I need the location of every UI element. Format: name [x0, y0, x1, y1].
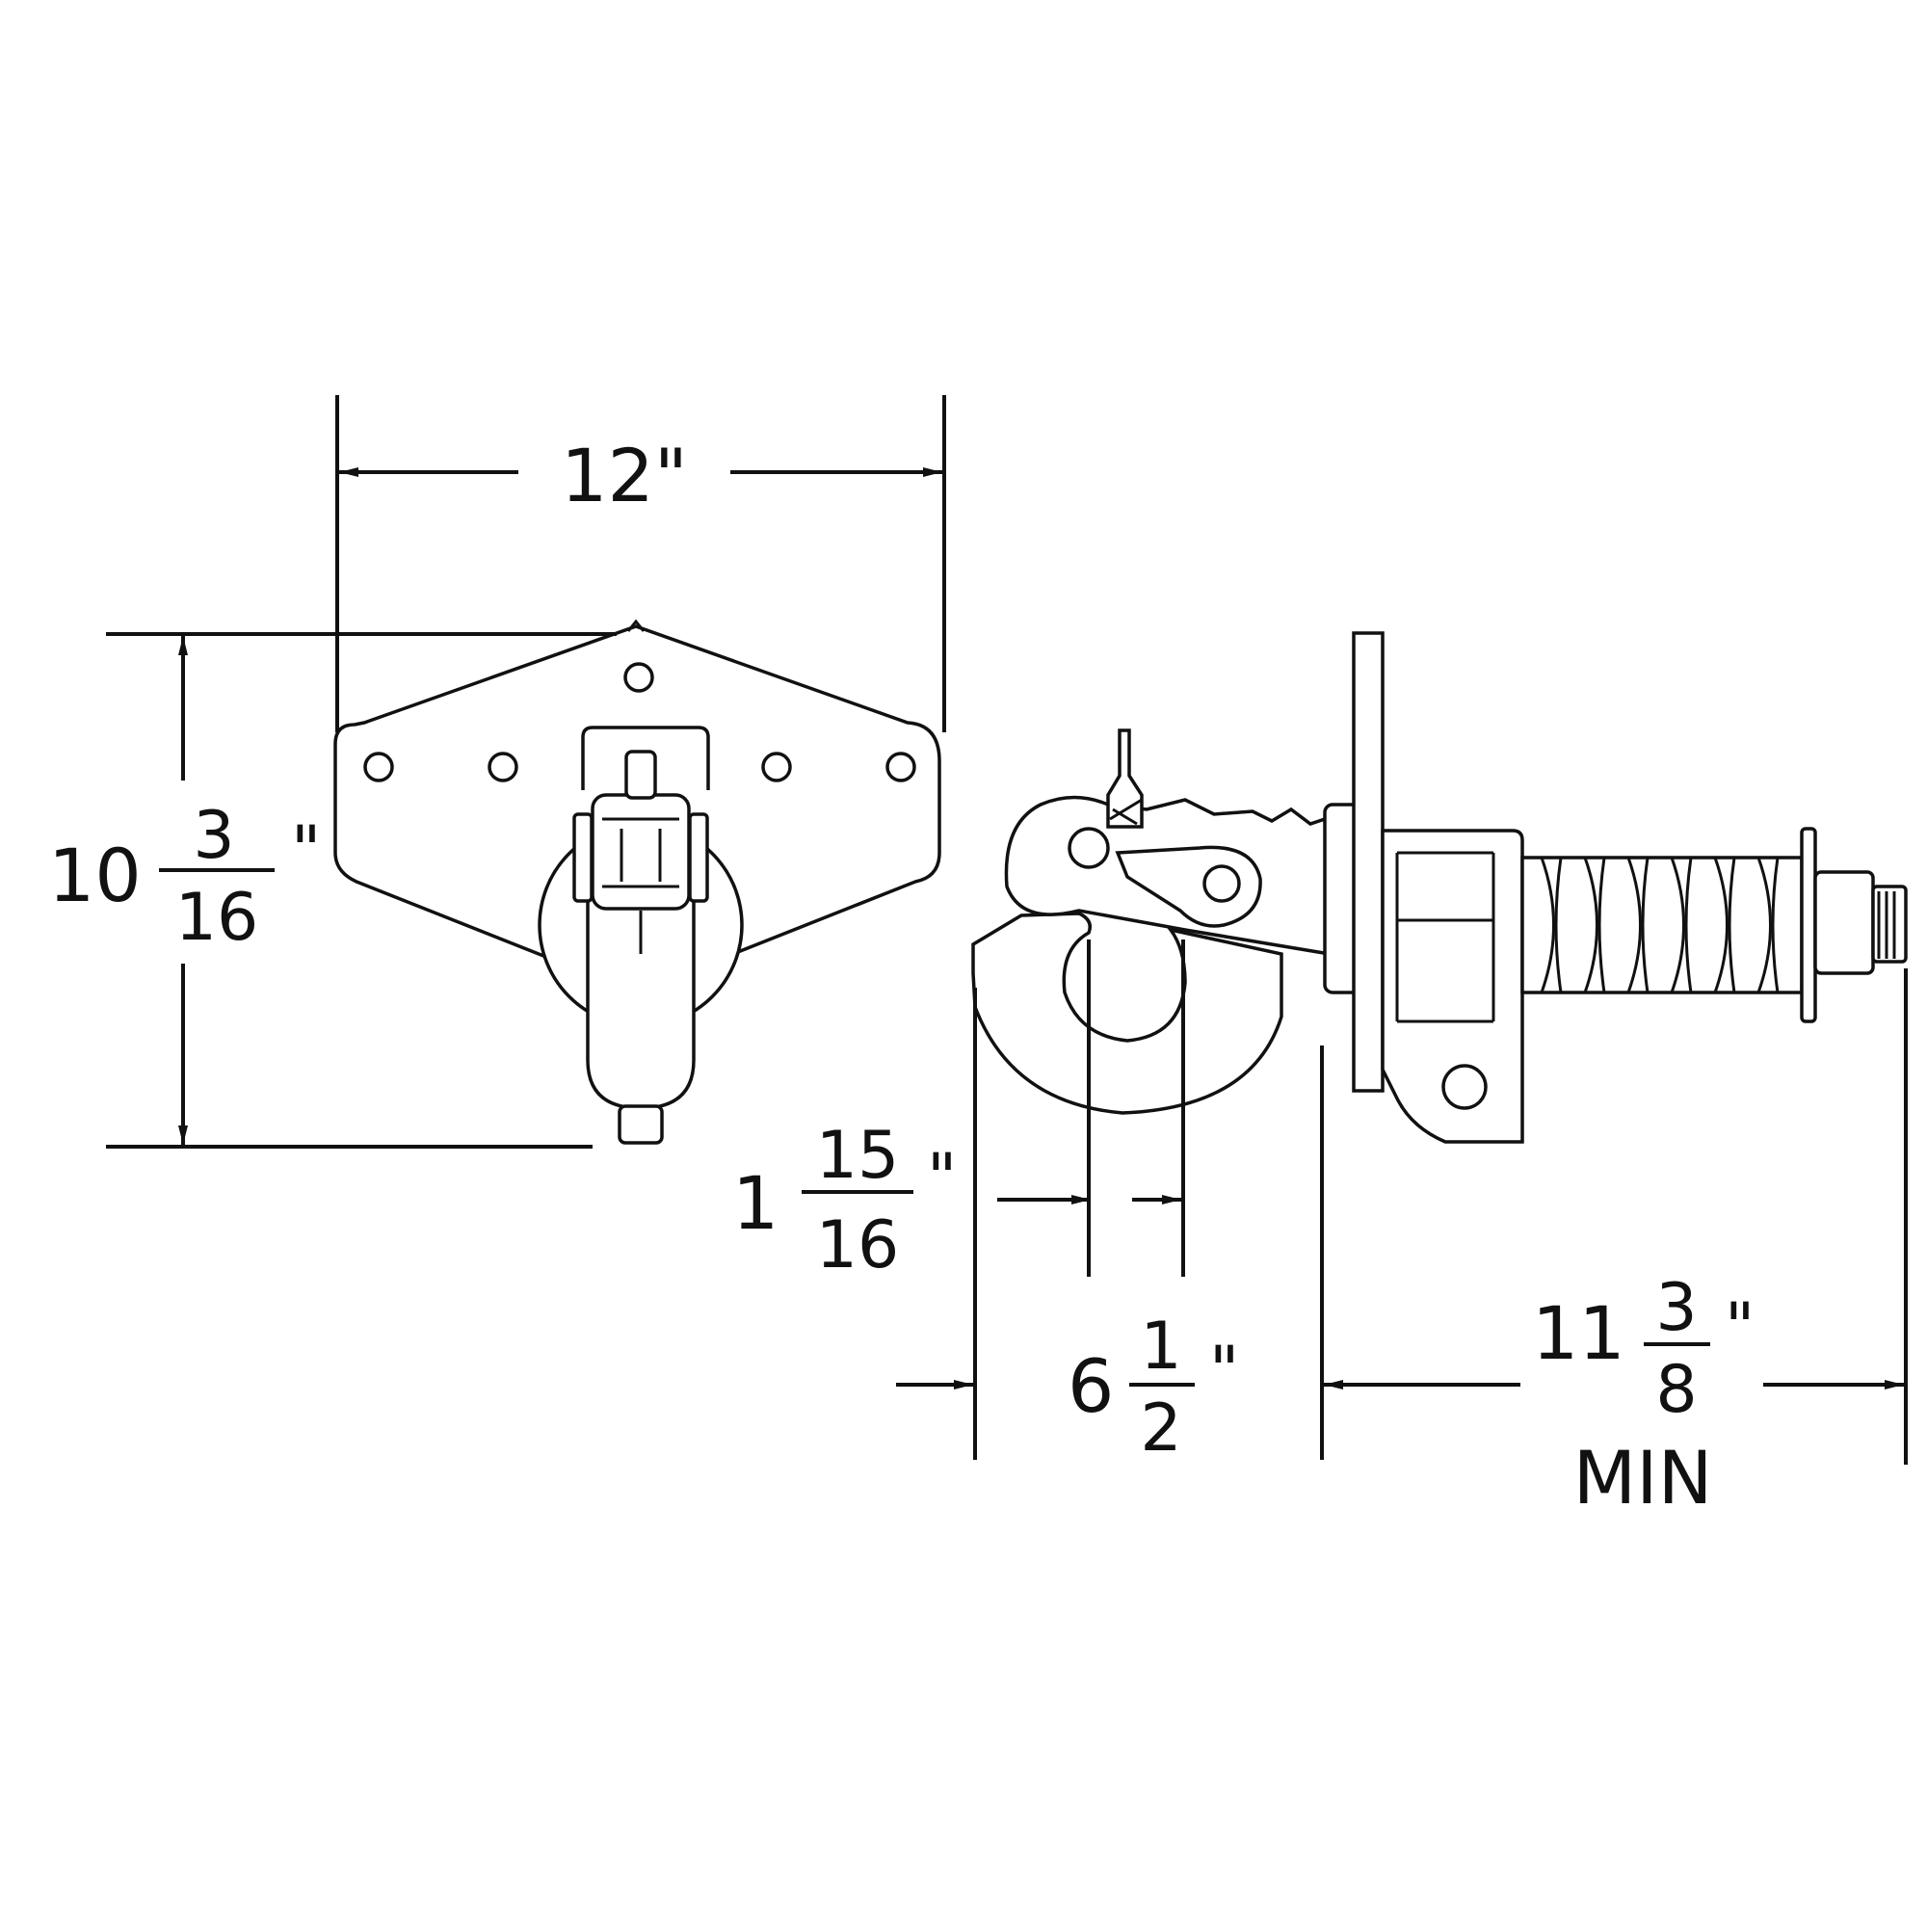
side-view [971, 631, 1908, 1144]
spring [1520, 856, 1804, 994]
length-denominator: 8 [1655, 1352, 1697, 1428]
depth-unit: " [1209, 1333, 1239, 1409]
lever-bolt [1202, 864, 1241, 903]
spring-washer [1800, 827, 1817, 1023]
mounting-flange [1352, 631, 1385, 1093]
offset-whole: 1 [732, 1160, 779, 1246]
height-numerator: 3 [193, 798, 234, 874]
coupler-housing [1381, 829, 1524, 1144]
offset-unit: " [927, 1140, 957, 1216]
spring-nut [1813, 870, 1875, 975]
shaft-end [1871, 885, 1908, 964]
hook-jaw [971, 912, 1283, 1115]
bolt-hole [488, 752, 518, 782]
offset-numerator: 15 [816, 1118, 900, 1194]
offset-dimension: 1 15 16 " [732, 940, 1185, 1284]
depth-numerator: 1 [1140, 1309, 1181, 1385]
depth-denominator: 2 [1140, 1390, 1181, 1467]
length-dimension: 11 3 8 " MIN [1324, 968, 1908, 1521]
latch-pin [624, 750, 657, 800]
depth-whole: 6 [1068, 1343, 1114, 1429]
plate-apex-mark [626, 619, 646, 632]
width-label: 12" [561, 433, 688, 518]
latch-block [591, 793, 691, 911]
width-dimension: 12" [335, 395, 946, 732]
bolt-hole [885, 752, 916, 782]
bolt-hole [623, 662, 654, 693]
housing-bolt [1441, 1064, 1488, 1110]
front-view [333, 619, 941, 1145]
height-unit: " [291, 812, 321, 888]
height-dimension: 10 3 16 " [48, 632, 617, 1149]
lock-bolt [1068, 827, 1110, 869]
length-whole: 11 [1532, 1290, 1625, 1376]
release-pin [1106, 728, 1144, 829]
hook-tip [618, 1104, 664, 1145]
offset-denominator: 16 [816, 1207, 900, 1284]
depth-dimension: 6 1 2 " [896, 988, 1324, 1467]
height-whole: 10 [48, 833, 142, 918]
length-unit: " [1725, 1289, 1755, 1365]
height-denominator: 16 [175, 880, 259, 956]
length-qualifier: MIN [1573, 1435, 1713, 1521]
bolt-hole [761, 752, 792, 782]
bolt-hole [363, 752, 394, 782]
length-numerator: 3 [1655, 1270, 1697, 1346]
